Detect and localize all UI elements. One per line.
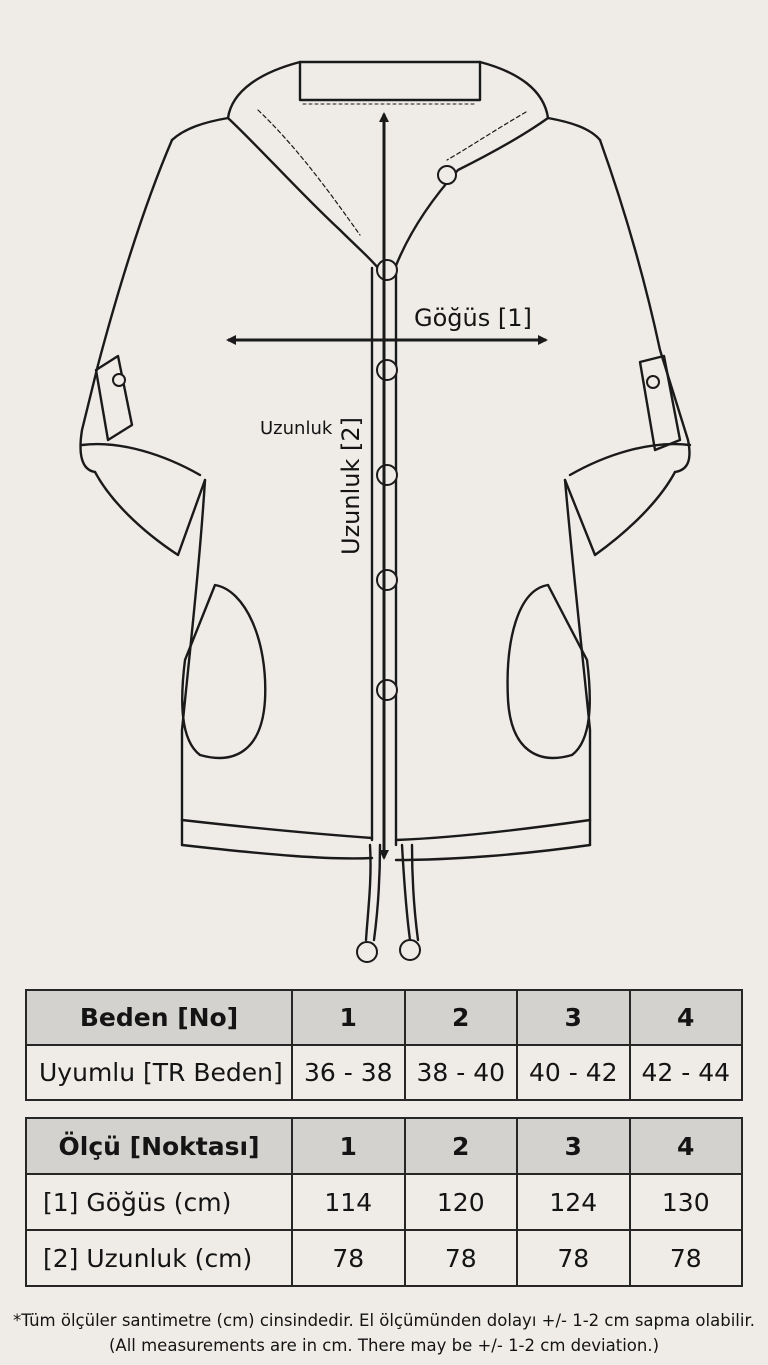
button-icon [376, 464, 398, 486]
size-table-cell: 40 - 42 [516, 1044, 631, 1101]
table-row: [1] Göğüs (cm) 114 120 124 130 [25, 1173, 743, 1231]
button-icon [437, 165, 457, 185]
size-table: Beden [No] 1 2 3 4 Uyumlu [TR Beden] 36 … [25, 989, 743, 1101]
measurement-table-cell: 130 [628, 1173, 743, 1231]
measurement-table-cell: 120 [403, 1173, 518, 1231]
size-table-header-cell: 4 [628, 989, 743, 1046]
measurement-table-cell: 78 [291, 1229, 406, 1287]
measurement-table-header-cell: 4 [628, 1117, 743, 1175]
footnote-english: (All measurements are in cm. There may b… [108, 1336, 660, 1355]
size-table-cell: 38 - 40 [403, 1044, 518, 1101]
size-table-header-cell: 3 [516, 989, 631, 1046]
drawstring [364, 843, 420, 942]
button-icon [376, 569, 398, 591]
measurement-table: Ölçü [Noktası] 1 2 3 4 [1] Göğüs (cm) 11… [25, 1117, 743, 1287]
measurement-table-header-cell: 3 [516, 1117, 631, 1175]
table-row: [2] Uzunluk (cm) 78 78 78 78 [25, 1229, 743, 1287]
drawstring-toggle [356, 941, 378, 963]
left-pocket [181, 583, 267, 760]
button-icon [376, 359, 398, 381]
drawstring-toggle [399, 939, 421, 961]
size-table-header-cell: Beden [No] [25, 989, 293, 1046]
button-icon [646, 375, 660, 389]
measurement-table-cell: 78 [628, 1229, 743, 1287]
hood [226, 60, 550, 120]
measurement-table-cell: 124 [516, 1173, 631, 1231]
footnote-turkish: *Tüm ölçüler santimetre (cm) cinsindedir… [13, 1311, 755, 1330]
hem-band [180, 818, 592, 842]
measurement-table-row-label: [1] Göğüs (cm) [25, 1173, 293, 1231]
measurement-table-cell: 114 [291, 1173, 406, 1231]
size-table-header-cell: 2 [403, 989, 518, 1046]
button-icon [112, 373, 126, 387]
measurement-table-header-cell: 1 [291, 1117, 406, 1175]
button-icon [376, 259, 398, 281]
length-measure-vertical-label: Uzunluk [2] [337, 417, 365, 555]
hooded-jacket-drawing [79, 60, 692, 963]
left-shoulder [170, 116, 230, 142]
right-sleeve [598, 138, 691, 474]
chest-measure-label: Göğüs [1] [414, 304, 532, 332]
measurement-table-header-cell: Ölçü [Noktası] [25, 1117, 293, 1175]
size-table-row-label: Uyumlu [TR Beden] [25, 1044, 293, 1101]
left-sleeve [79, 138, 174, 474]
size-table-cell: 42 - 44 [628, 1044, 743, 1101]
measurement-table-row-label: [2] Uzunluk (cm) [25, 1229, 293, 1287]
right-pocket [506, 583, 591, 760]
size-table-header-cell: 1 [291, 989, 406, 1046]
button-icon [376, 679, 398, 701]
table-row: Uyumlu [TR Beden] 36 - 38 38 - 40 40 - 4… [25, 1044, 743, 1101]
measurement-table-header-row: Ölçü [Noktası] 1 2 3 4 [25, 1117, 743, 1175]
right-shoulder [546, 116, 602, 142]
measurement-table-cell: 78 [516, 1229, 631, 1287]
size-table-header-row: Beden [No] 1 2 3 4 [25, 989, 743, 1046]
measurement-table-cell: 78 [403, 1229, 518, 1287]
size-table-cell: 36 - 38 [291, 1044, 406, 1101]
length-measure-label: Uzunluk [260, 418, 333, 439]
measurement-table-header-cell: 2 [403, 1117, 518, 1175]
